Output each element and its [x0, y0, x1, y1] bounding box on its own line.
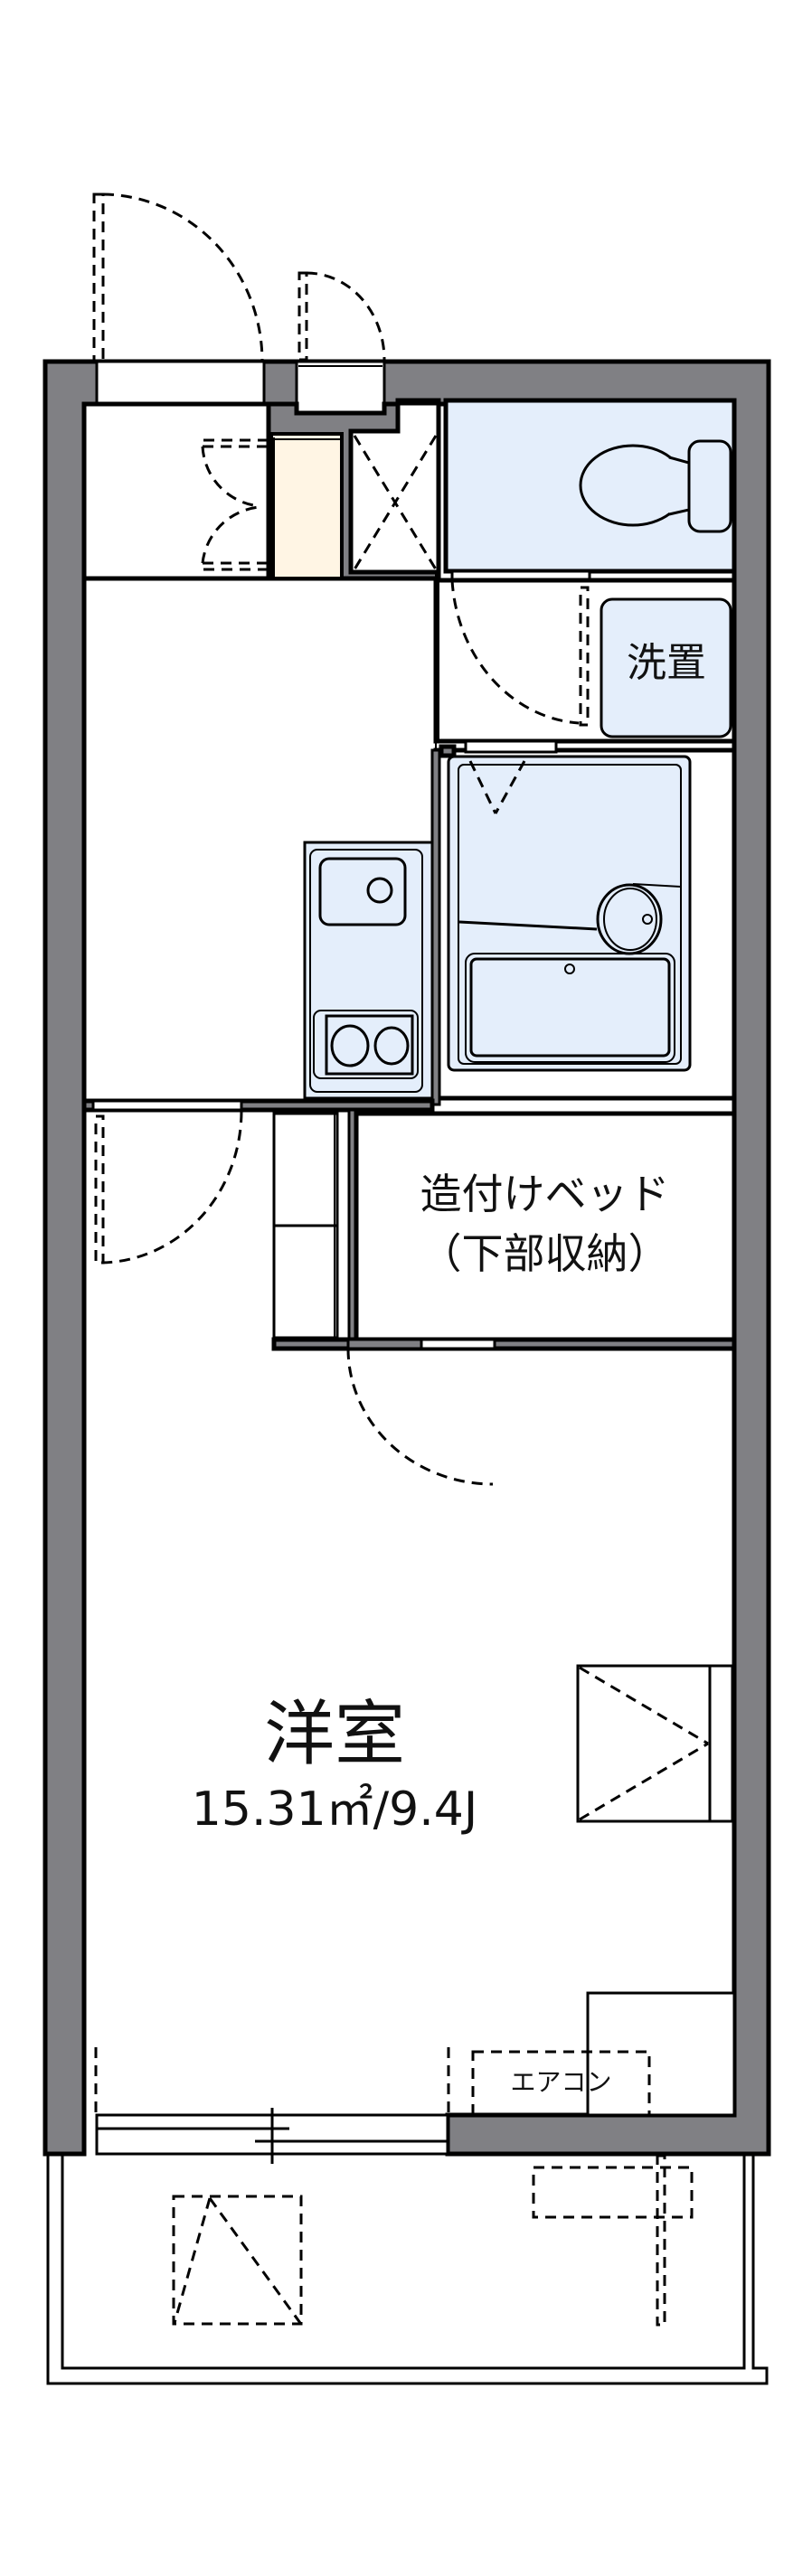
bathroom: [433, 739, 737, 1101]
bed-label-line2: （下部収納）: [420, 1229, 670, 1278]
entrance-door-opening[interactable]: [95, 360, 266, 406]
balcony: [46, 2154, 769, 2385]
bed-label-line1: 造付けベッド: [420, 1170, 670, 1218]
main-room-name: 洋室: [263, 1694, 405, 1775]
bath-door-opening[interactable]: [464, 739, 558, 754]
built-in-bed: [354, 1111, 737, 1344]
toilet-icon: [579, 439, 732, 533]
main-room-area: 15.31㎡/9.4J: [191, 1782, 478, 1837]
toilet-room: [443, 398, 737, 574]
bathtub: [465, 953, 675, 1063]
laundry-label: 洗置: [627, 640, 706, 686]
corridor-door-opening[interactable]: [91, 1099, 243, 1112]
stove-icon: [313, 1010, 419, 1079]
corner-box: [586, 1991, 736, 2117]
entrance-door-swing: [92, 193, 264, 363]
shoe-cabinet: [269, 432, 344, 580]
shoe-cabinet-door-swing: [201, 438, 269, 571]
sliding-window[interactable]: [95, 2108, 449, 2164]
outdoor-ac-unit: [532, 2154, 694, 2327]
air-conditioner: [471, 2050, 651, 2117]
wash-basin: [596, 883, 682, 955]
bed-bottom-wall: [271, 1337, 737, 1351]
meter-box-door-swing: [297, 271, 386, 362]
shelf-unit: [272, 1112, 339, 1340]
balcony-hatch: [172, 2195, 303, 2326]
laundry-pan: [600, 597, 732, 738]
sink-icon: [318, 857, 407, 926]
storage-closet[interactable]: [348, 400, 441, 575]
corridor-door-swing: [94, 1111, 243, 1264]
kitchen-counter: [303, 841, 434, 1100]
genkan: [81, 401, 271, 581]
meter-box: [295, 360, 386, 415]
room-door-swing: [346, 1348, 494, 1486]
air-conditioner-label: エアコン: [510, 2067, 612, 2097]
closet[interactable]: [576, 1664, 734, 1823]
